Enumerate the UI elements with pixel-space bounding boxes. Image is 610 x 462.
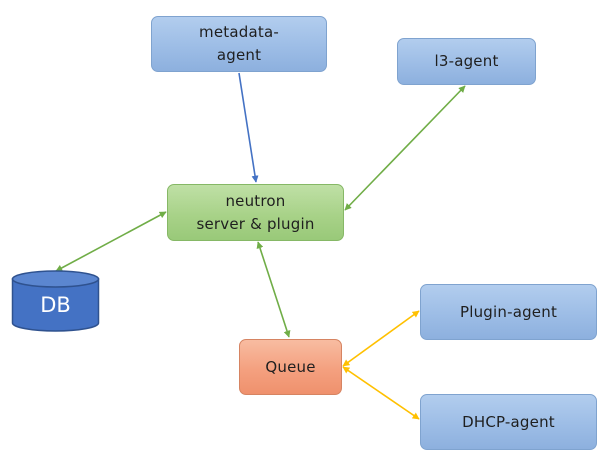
metadata-agent-node: metadata- agent — [151, 16, 327, 72]
neutron-server-label-line1: neutron — [225, 191, 286, 210]
dhcp-agent-node: DHCP-agent — [420, 394, 597, 450]
l3-agent-node: l3-agent — [397, 38, 536, 85]
edge-queue-plugin-agent — [342, 310, 420, 367]
db-node: DB — [11, 270, 100, 332]
neutron-server-label-line2: server & plugin — [196, 214, 315, 233]
edge-metadata-agent-to-neutron-server — [238, 72, 259, 183]
neutron-server-node: neutron server & plugin — [167, 184, 344, 241]
edge-neutron-server-queue — [256, 241, 291, 338]
plugin-agent-node: Plugin-agent — [420, 284, 597, 340]
l3-agent-label: l3-agent — [434, 52, 499, 70]
db-label: DB — [40, 293, 71, 317]
queue-label: Queue — [265, 357, 316, 376]
db-cylinder-icon — [11, 270, 100, 332]
metadata-agent-label-line1: metadata- — [199, 23, 279, 41]
edge-queue-dhcp-agent — [342, 366, 420, 420]
dhcp-agent-label: DHCP-agent — [462, 412, 555, 431]
edge-l3-agent-neutron-server — [344, 85, 466, 211]
metadata-agent-label-line2: agent — [216, 46, 262, 64]
plugin-agent-label: Plugin-agent — [459, 302, 558, 321]
edge-neutron-server-db — [55, 211, 167, 272]
queue-node: Queue — [239, 339, 342, 395]
